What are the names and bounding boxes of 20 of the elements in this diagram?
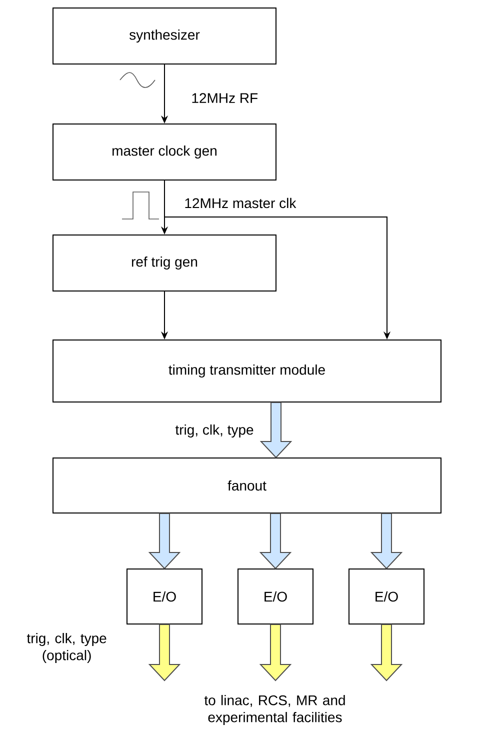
block-arrow: [259, 513, 292, 570]
block-arrow: [260, 402, 292, 458]
edge-label: trig, clk, type: [175, 424, 254, 438]
component-box: E/O: [348, 568, 424, 624]
edge-label: 12MHz master clk: [185, 198, 296, 208]
block-arrow: [259, 624, 292, 682]
component-box: fanout: [52, 458, 442, 514]
edge-label: 12MHz RF: [192, 93, 258, 103]
block-arrow: [148, 624, 181, 682]
destination-note: to linac, RCS, MR and experimental facilities: [204, 694, 345, 726]
component-box: E/O: [238, 568, 314, 624]
edge-label: trig, clk, type (optical): [26, 632, 106, 664]
component-box: E/O: [126, 568, 202, 624]
block-arrow: [148, 513, 181, 570]
component-box: timing transmitter module: [52, 340, 442, 402]
block-arrow: [370, 624, 403, 682]
component-box: master clock gen: [52, 124, 276, 181]
block-arrow: [370, 513, 403, 570]
component-box: synthesizer: [52, 8, 276, 65]
component-box: ref trig gen: [52, 234, 276, 292]
